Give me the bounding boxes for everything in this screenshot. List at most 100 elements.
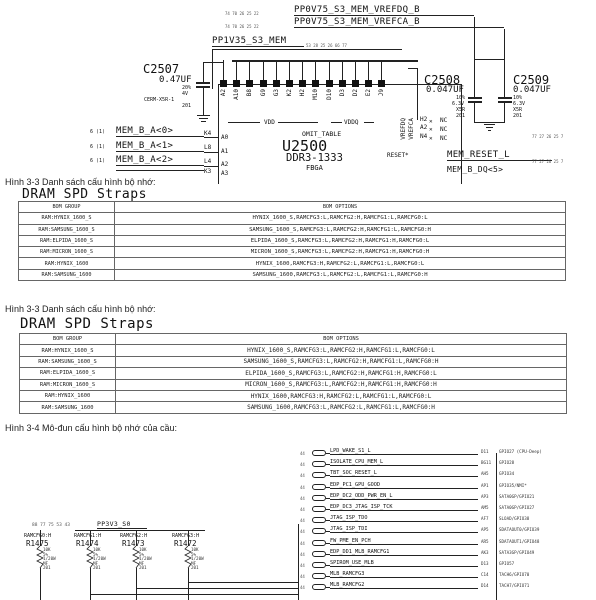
- top-pin-label: G3: [272, 89, 280, 97]
- gpio-label: GPIO34: [499, 471, 515, 477]
- top-pin-label: J9: [378, 89, 386, 97]
- addr-index: 6 ⟨1⟩: [90, 158, 106, 164]
- wire: [204, 137, 218, 138]
- cap-spec: 6.3V: [452, 101, 465, 107]
- top-pin-label: D3: [338, 89, 346, 97]
- net-page-refs: 53 28 25 26 66 77: [306, 43, 347, 48]
- signal-net: EDP_DD1_MLB_RAMCFG1: [330, 549, 478, 556]
- resistor-net: RAMCFG0:H: [24, 533, 52, 539]
- top-pin-label: K2: [286, 89, 293, 97]
- chip-ref: U2500: [282, 137, 328, 155]
- pin-number: C14: [481, 572, 489, 578]
- signal-net: MLB_RAMCFG3: [330, 571, 478, 579]
- gpio-label: SATA0GP/GPIO21: [499, 493, 535, 499]
- net-page-refs: 44: [300, 507, 305, 512]
- net-page-refs: 44: [300, 563, 305, 568]
- gpio-label: SATA0GP/GPIO27: [499, 505, 535, 510]
- offpage-connector: [312, 483, 326, 490]
- pin-number: AM5: [481, 505, 489, 510]
- net-page-refs: 74 70 26 25 22: [225, 11, 259, 16]
- pin-lead: [328, 60, 330, 84]
- gpio-label: SLOAD/GPIO38: [499, 516, 530, 522]
- ground: [484, 124, 495, 125]
- cap-spec: X5R: [456, 107, 466, 113]
- pin-lead: [262, 60, 264, 84]
- wire: [326, 453, 330, 454]
- ground: [199, 118, 208, 119]
- pin-name: A1: [221, 148, 229, 155]
- net-vrefca: PP0V75_S3_MEM_VREFCA_B: [294, 17, 504, 28]
- pin-ball-marker: [352, 80, 359, 87]
- chip-part: DDR3-1333: [286, 152, 343, 164]
- resistor-net: RAMCFG2:H: [120, 533, 148, 539]
- pin-lead: [249, 60, 251, 84]
- gpio-label: TACH7/GPIO71: [499, 583, 530, 589]
- gpio-label: GPIO28: [499, 460, 515, 466]
- bom-group-cell: RAM:ELPIDA_1600_S: [19, 367, 116, 380]
- pin-ball: K4: [204, 130, 212, 137]
- gpio-label: SATA3GP/GPIO49: [499, 549, 535, 555]
- net-reset: MEM_RESET_L: [447, 150, 552, 161]
- figure-caption: Hình 3-3 Danh sách cấu hình bộ nhớ:: [5, 304, 156, 314]
- signal-net: EDP_DC2_ODD_PWR_EN_L: [330, 493, 478, 500]
- figure-caption: Hình 3-4 Mô-đun cấu hình bộ nhớ của cầu:: [5, 423, 178, 433]
- wire: [116, 170, 204, 171]
- pin-vrefca: VREFCA: [408, 118, 415, 140]
- resistor-value: 10K 5% 1/20W MF 201: [191, 547, 204, 571]
- net-addr2: MEM_B_A<2>: [116, 155, 204, 166]
- resistor-ref: R1475: [26, 539, 49, 548]
- wire: [136, 568, 137, 600]
- net-vrefdq: PP0V75_S3_MEM_VREFDQ_B: [294, 5, 474, 16]
- pin-number: AP1: [481, 482, 489, 488]
- signal-net: JTAG_ISP_TDO: [330, 515, 478, 523]
- wire: [90, 568, 91, 600]
- pin-ball-marker: [246, 80, 254, 87]
- resistor-value: 10K 5% 1/20W MF 201: [93, 547, 106, 571]
- wire: [326, 486, 330, 488]
- top-pin-label: M10: [312, 89, 320, 100]
- pin-vrefdq: VREFDQ: [400, 118, 407, 140]
- cap-plate: [498, 101, 512, 103]
- wire: [188, 530, 189, 546]
- nc-cross: ✕: [429, 118, 433, 125]
- wire: [203, 62, 204, 82]
- offpage-connector: [312, 539, 326, 546]
- pin-number: AP5: [481, 527, 489, 533]
- bom-group-cell: RAM:HYNIX_1600_S: [18, 212, 115, 225]
- offpage-connector: [312, 517, 326, 524]
- bom-group-cell: RAM:HYNIX_1600_S: [19, 344, 116, 357]
- net-page-refs: 44: [300, 574, 305, 580]
- gpio-label: GPIO57: [499, 561, 515, 566]
- column-header: BOM GROUP: [19, 332, 116, 346]
- net-page-refs: 74 70 26 25 22: [225, 24, 259, 29]
- pin-name: A0: [221, 134, 229, 141]
- pin-number: AP3: [481, 493, 489, 499]
- resistor-symbol: [36, 545, 44, 569]
- ddr3-schematic: 74 70 26 25 22 PP0V75_S3_MEM_VREFDQ_B 74…: [0, 0, 596, 184]
- wire: [474, 59, 505, 60]
- ground: [486, 127, 493, 128]
- pin-number: AR5: [481, 538, 489, 544]
- offpage-connector: [312, 550, 326, 557]
- addr-index: 6 ⟨1⟩: [90, 129, 106, 135]
- pin-ball: L8: [204, 144, 212, 151]
- bracket: [228, 122, 260, 123]
- signal-net: FW_PME_EN_PCH: [330, 538, 478, 545]
- pin-number: D11: [481, 449, 489, 454]
- bom-group-cell: RAM:MICRON_1600_S: [19, 378, 116, 391]
- wire: [504, 59, 505, 97]
- pin-reset: RESET*: [387, 152, 409, 159]
- wire: [326, 497, 330, 499]
- nc-ball: H2: [420, 116, 428, 123]
- top-pin-label: G9: [259, 89, 267, 97]
- offpage-connector: [312, 506, 326, 512]
- nc-label: NC: [440, 126, 448, 133]
- gpio-label: SDATAOUT1/GPIO48: [499, 538, 540, 544]
- bom-options-cell: HYNIX_1600_S,RAMCFG3:L,RAMCFG2:H,RAMCFG1…: [114, 212, 566, 225]
- wire: [136, 530, 137, 546]
- net-page-refs: 44: [300, 540, 305, 546]
